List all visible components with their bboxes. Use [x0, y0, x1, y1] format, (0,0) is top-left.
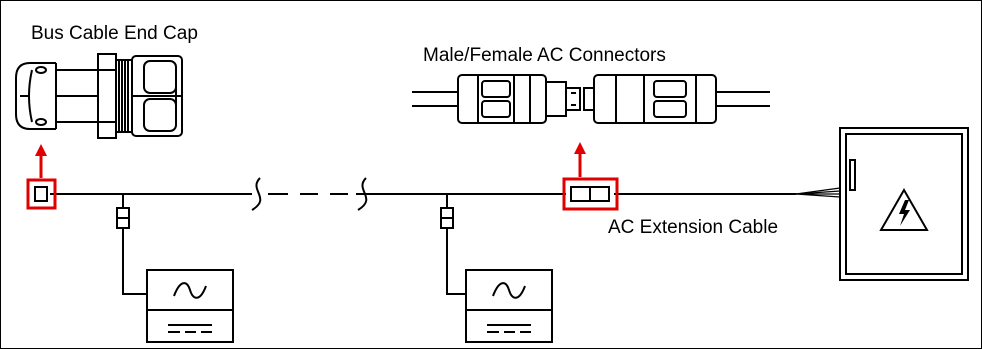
- branch-connector-1: [116, 194, 147, 295]
- end-cap-highlight: [26, 144, 57, 210]
- ac-connector-icon: [412, 74, 770, 124]
- high-voltage-icon: [879, 187, 929, 231]
- end-cap-marker: [34, 186, 48, 202]
- end-cap-icon: [15, 53, 183, 139]
- cable-break-symbol: [251, 177, 368, 211]
- microinverter-2: [465, 269, 553, 343]
- end-cap-label: Bus Cable End Cap: [31, 23, 198, 44]
- connector-highlight: [562, 142, 619, 211]
- extension-connector-marker: [570, 186, 610, 202]
- branch-connector-2: [440, 194, 466, 295]
- connectors-label: Male/Female AC Connectors: [423, 45, 666, 66]
- microinverter-1: [146, 269, 234, 343]
- extension-cable-label: AC Extension Cable: [608, 217, 778, 238]
- cable-termination: [795, 187, 841, 198]
